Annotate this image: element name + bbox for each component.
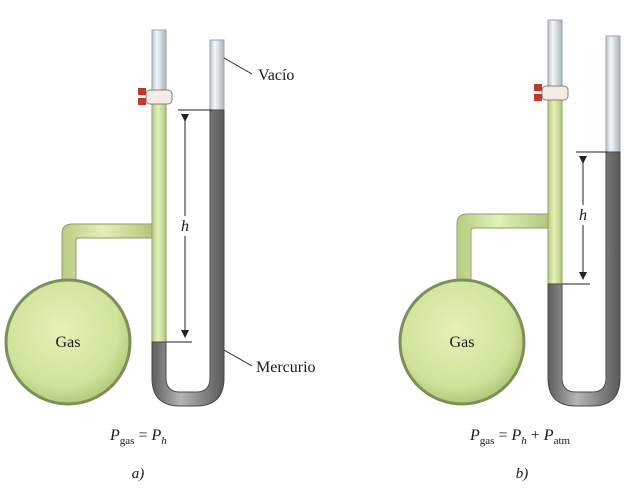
valve-b — [534, 84, 569, 101]
gas-label-a: Gas — [56, 334, 81, 351]
gas-column-left-a — [151, 99, 167, 346]
equation-a: Pgas = Ph — [109, 427, 167, 447]
mercury-label: Mercurio — [256, 359, 316, 376]
glass-tube-right-a — [209, 39, 225, 111]
gas-branch-tube-a — [61, 223, 153, 285]
vacuum-label: Vacío — [258, 67, 294, 84]
gas-bulb-b — [398, 278, 526, 406]
gas-branch-tube-b — [456, 213, 549, 285]
height-label-b: h — [579, 207, 587, 224]
height-label-a: h — [181, 218, 189, 235]
panel-b: Gas h Pgas = Ph + Patm b) — [398, 19, 621, 482]
glass-tube-right-b — [605, 35, 621, 155]
mercury-leader — [223, 349, 253, 367]
glass-tube-top-b — [547, 19, 563, 97]
panel-a: Gas h Vacío Mercurio Pgas = Ph a) — [4, 29, 316, 482]
valve-a — [138, 88, 173, 105]
gas-label-b: Gas — [450, 334, 475, 351]
equation-b: Pgas = Ph + Patm — [469, 427, 571, 447]
gas-bulb-a — [4, 278, 132, 406]
gas-column-left-b — [547, 93, 563, 287]
caption-b: b) — [516, 466, 529, 482]
caption-a: a) — [132, 466, 145, 482]
vacuum-leader — [223, 57, 253, 75]
